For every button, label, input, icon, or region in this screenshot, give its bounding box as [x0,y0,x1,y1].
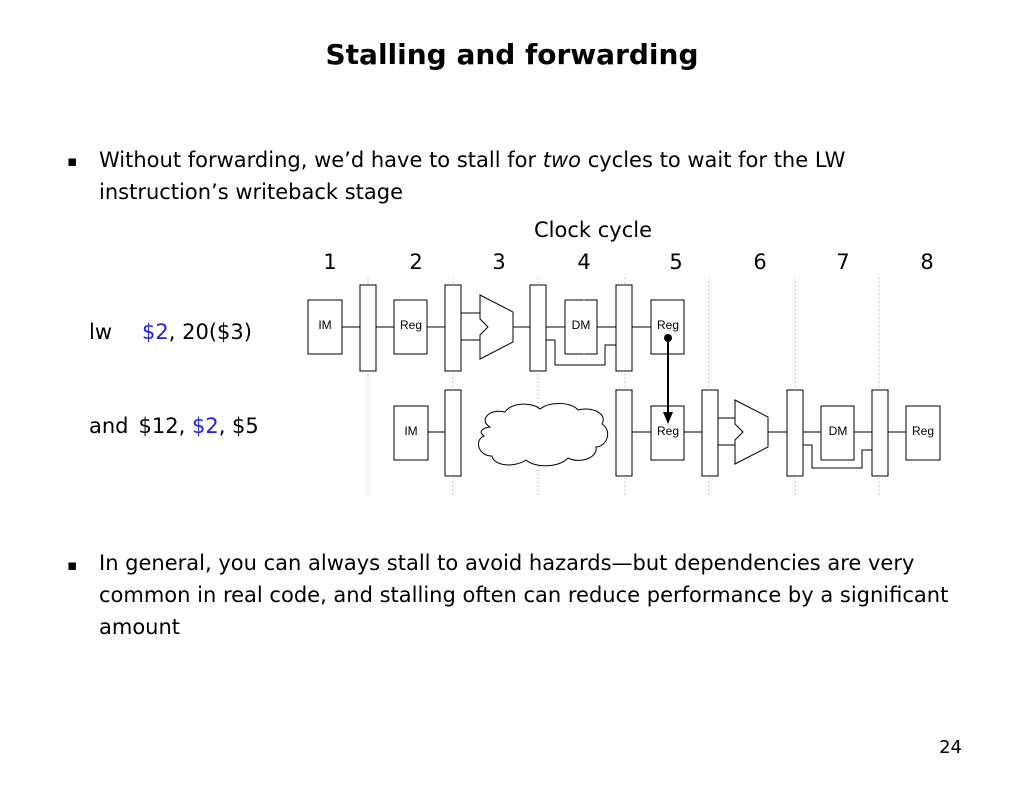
cycle-4: 4 [577,250,591,274]
lw-im-label: IM [318,318,331,332]
dependency-arrow [663,334,673,424]
and-wb-reg-label: Reg [912,424,934,438]
bullet-1-pre: Without forwarding, we’d have to stall f… [99,148,543,172]
clock-cycle-label: Clock cycle [534,218,653,242]
cycle-7: 7 [836,250,850,274]
lw-ex-mem-register [529,284,547,372]
and-mem-wb-register [871,389,889,477]
instr-and-src-reg: $2 [191,414,219,438]
and-im-label: IM [404,424,417,438]
lw-wb-reg-label: Reg [657,318,679,332]
bullet-marker-2: ▪ [67,556,78,574]
cycle-8: 8 [920,250,934,274]
and-alu [734,399,769,465]
instr-lw-op: lw [89,320,113,344]
cycle-1: 1 [323,250,337,274]
and-ex-stage-register [701,389,719,477]
and-if-id-register [444,389,462,477]
bullet-text-2: In general, you can always stall to avoi… [99,551,949,639]
pipeline-row-and [393,389,941,477]
and-dm-box [820,405,855,461]
stall-bubble-cloud [477,403,609,467]
slide-title: Stalling and forwarding [325,38,699,71]
and-id-ex-register [615,389,633,477]
bullet-marker-1: ▪ [67,152,78,170]
pipeline-row-lw [307,284,685,372]
instr-and-a: $12, [138,414,192,438]
bullet-text-1: Without forwarding, we’d have to stall f… [99,144,979,208]
lw-dm-label: DM [572,318,591,332]
instr-lw-dest-reg: $2 [142,320,169,344]
bullet-1-emphasis: two [542,148,582,172]
lw-reg-label: Reg [400,318,422,332]
lw-reg-box [393,299,428,355]
lw-if-id-register [359,284,377,372]
bullet-1-post: cycles to wait for the LW instruction’s … [99,148,846,204]
cycle-6: 6 [753,250,767,274]
instr-and-rest: , $5 [218,414,259,438]
and-dm-label: DM [829,424,848,438]
lw-alu [479,294,514,360]
lw-im-box [307,299,343,355]
and-reg-label: Reg [657,424,679,438]
lw-mem-wb-register [615,284,633,372]
page-number: 24 [939,737,962,758]
instr-and-op: and [89,414,129,438]
lw-id-ex-register [444,284,462,372]
cycle-2: 2 [409,250,423,274]
cycle-3: 3 [492,250,506,274]
and-writeback-reg-box [905,405,941,461]
instr-and: and $12, $2, $5 [89,414,259,438]
lw-dm-box [564,299,598,355]
and-ex-mem-register [786,389,804,477]
instr-lw-rest: , 20($3) [168,320,252,344]
instr-lw: lw $2, 20($3) [89,320,252,344]
cycle-5: 5 [669,250,683,274]
and-im-box [393,405,429,461]
